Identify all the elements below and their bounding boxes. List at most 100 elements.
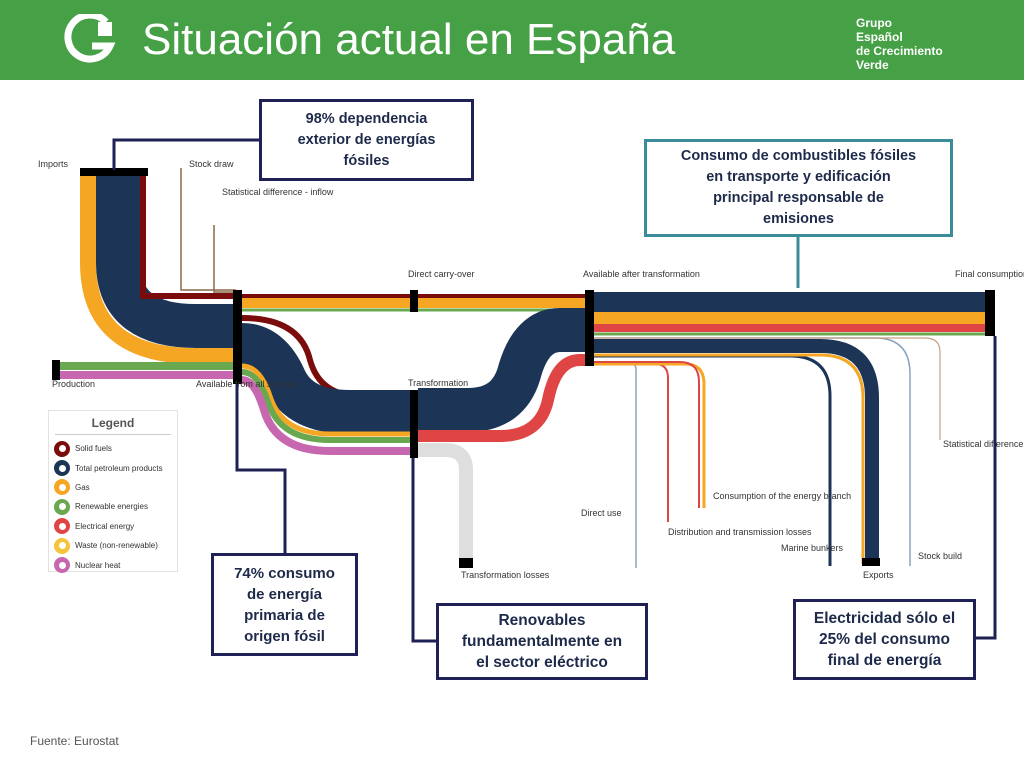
label-final-consumption: Final consumption bbox=[955, 269, 1024, 279]
label-distribution-losses: Distribution and transmission losses bbox=[668, 527, 812, 537]
node-transformation bbox=[410, 390, 418, 458]
legend: Legend Solid fuels Total petroleum produ… bbox=[48, 410, 178, 574]
legend-item: Waste (non-renewable) bbox=[49, 536, 177, 555]
sankey-nodes bbox=[52, 168, 995, 568]
source-note: Fuente: Eurostat bbox=[30, 734, 119, 748]
brand-line: Grupo bbox=[856, 16, 892, 30]
label-production: Production bbox=[52, 379, 95, 389]
node-available-after bbox=[585, 290, 594, 366]
flow-energy-branch bbox=[593, 362, 706, 508]
brand-line: Verde bbox=[856, 58, 889, 72]
callout-line: emisiones bbox=[763, 211, 834, 227]
node-exports bbox=[862, 558, 880, 566]
flow-transformation-losses bbox=[418, 443, 473, 562]
legend-item: Total petroleum products bbox=[49, 458, 177, 477]
flow-transformation-petroleum bbox=[418, 308, 585, 432]
flow-stat-outflow bbox=[593, 337, 941, 440]
page-title: Situación actual en España bbox=[142, 15, 676, 64]
flow-stat-inflow bbox=[213, 225, 236, 293]
logo-g-icon bbox=[64, 14, 116, 63]
legend-label: Electrical energy bbox=[75, 521, 135, 531]
label-stat-inflow: Statistical difference - inflow bbox=[222, 187, 334, 197]
legend-label: Gas bbox=[75, 482, 90, 492]
brand-line: Español bbox=[856, 30, 903, 44]
flow-imports-petroleum bbox=[96, 175, 236, 348]
legend-item: Gas bbox=[49, 478, 177, 497]
brand-line: de Crecimiento bbox=[856, 44, 943, 58]
flow-distribution-losses bbox=[593, 363, 669, 522]
legend-label: Waste (non-renewable) bbox=[75, 541, 158, 551]
legend-label: Solid fuels bbox=[75, 444, 112, 454]
node-direct-carry bbox=[410, 290, 418, 312]
solid-fuels-icon bbox=[54, 440, 70, 457]
callout-dependence: 98% dependencia exterior de energías fós… bbox=[259, 99, 474, 181]
node-imports bbox=[80, 168, 148, 176]
callout-line: 98% dependencia bbox=[305, 110, 428, 127]
sankey-flows bbox=[58, 168, 985, 568]
label-available-after: Available after transformation bbox=[583, 269, 700, 279]
flow-to-transformation-renewable bbox=[241, 369, 410, 443]
callout-primary-energy: 74% consumo de energía primaria de orige… bbox=[211, 553, 358, 656]
label-direct-carry: Direct carry-over bbox=[408, 269, 475, 279]
flow-to-transformation-nuclear bbox=[241, 376, 410, 455]
callout-electricity: Electricidad sólo el 25% del consumo fin… bbox=[793, 599, 976, 680]
petroleum-icon bbox=[54, 460, 70, 477]
callout-line: de energía bbox=[246, 585, 323, 603]
label-available-all: Available from all sources bbox=[196, 379, 299, 389]
legend-item: Electrical energy bbox=[49, 517, 177, 536]
label-stock-draw: Stock draw bbox=[189, 159, 234, 169]
renewable-icon bbox=[54, 498, 70, 515]
legend-label: Total petroleum products bbox=[75, 463, 163, 473]
flow-transformation-electrical bbox=[418, 354, 585, 442]
callout-line: Electricidad sólo el bbox=[813, 610, 956, 627]
legend-item: Nuclear heat bbox=[49, 555, 177, 574]
label-direct-use: Direct use bbox=[581, 508, 622, 518]
flow-direct-use bbox=[593, 361, 637, 568]
label-transformation: Transformation bbox=[408, 378, 468, 388]
callout-line: el sector eléctrico bbox=[476, 654, 608, 671]
callout-renewables: Renovables fundamentalmente en el sector… bbox=[436, 603, 648, 680]
callout-line: final de energía bbox=[827, 652, 942, 669]
label-marine-bunkers: Marine bunkers bbox=[781, 543, 844, 553]
callout-line: Consumo de combustibles fósiles bbox=[680, 148, 917, 164]
callout-line: Renovables bbox=[498, 612, 586, 629]
label-energy-branch: Consumption of the energy branch bbox=[713, 491, 851, 501]
flow-to-transformation-gas bbox=[241, 363, 410, 437]
node-final-consumption bbox=[985, 290, 995, 336]
node-transformation-losses bbox=[459, 558, 473, 568]
connector-electricity bbox=[975, 336, 997, 640]
node-available-all bbox=[233, 290, 242, 384]
legend-label: Renewable energies bbox=[75, 502, 148, 512]
callout-line: fósiles bbox=[343, 152, 390, 169]
callout-line: en transporte y edificación bbox=[706, 169, 891, 185]
flow-exports-gas bbox=[593, 353, 865, 564]
flow-imports-gas bbox=[80, 175, 236, 364]
sankey-labels: Imports Stock draw Statistical differenc… bbox=[38, 159, 1024, 580]
electrical-icon bbox=[54, 518, 70, 535]
nuclear-icon bbox=[54, 557, 70, 574]
brand-name: Grupo Español de Crecimiento Verde bbox=[856, 16, 1016, 72]
callout-fossil-consumption: Consumo de combustibles fósiles en trans… bbox=[644, 139, 953, 237]
waste-icon bbox=[54, 537, 70, 554]
callout-line: fundamentalmente en bbox=[461, 633, 623, 650]
node-production bbox=[52, 360, 60, 380]
flow-energy-branch-2 bbox=[593, 361, 700, 508]
callout-line: exterior de energías bbox=[297, 131, 436, 148]
connector-renewables bbox=[411, 458, 437, 643]
header-bar: Situación actual en España Grupo Español… bbox=[0, 0, 1024, 80]
gas-icon bbox=[54, 479, 70, 496]
flow-stock-draw bbox=[180, 168, 236, 291]
label-imports: Imports bbox=[38, 159, 69, 169]
callout-line: origen fósil bbox=[244, 627, 325, 645]
callout-line: principal responsable de bbox=[713, 190, 884, 206]
callout-line: primaria de bbox=[244, 606, 325, 624]
connector-primary bbox=[235, 384, 287, 553]
label-transformation-losses: Transformation losses bbox=[461, 570, 550, 580]
callout-connectors bbox=[112, 138, 997, 643]
connector-dependence bbox=[112, 138, 260, 170]
label-stat-outflow: Statistical difference - outflow bbox=[943, 439, 1024, 449]
callout-line: 74% consumo bbox=[234, 564, 335, 582]
legend-item: Renewable energies bbox=[49, 497, 177, 516]
label-stock-build: Stock build bbox=[918, 551, 962, 561]
legend-title: Legend bbox=[55, 416, 171, 435]
